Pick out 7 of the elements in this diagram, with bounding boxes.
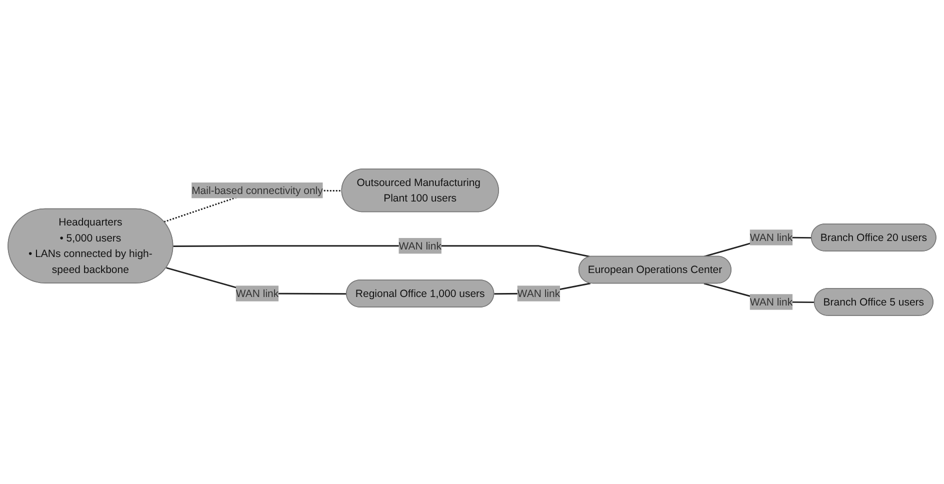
connector xyxy=(173,244,591,258)
edge-label: WAN link xyxy=(750,295,793,308)
edge-label: WAN link xyxy=(398,239,442,252)
edge-label: Mail-based connectivity only xyxy=(192,184,323,196)
edge-label: WAN link xyxy=(750,230,793,243)
edge-label: WAN link xyxy=(517,286,560,299)
edge-label: WAN link xyxy=(236,286,279,299)
